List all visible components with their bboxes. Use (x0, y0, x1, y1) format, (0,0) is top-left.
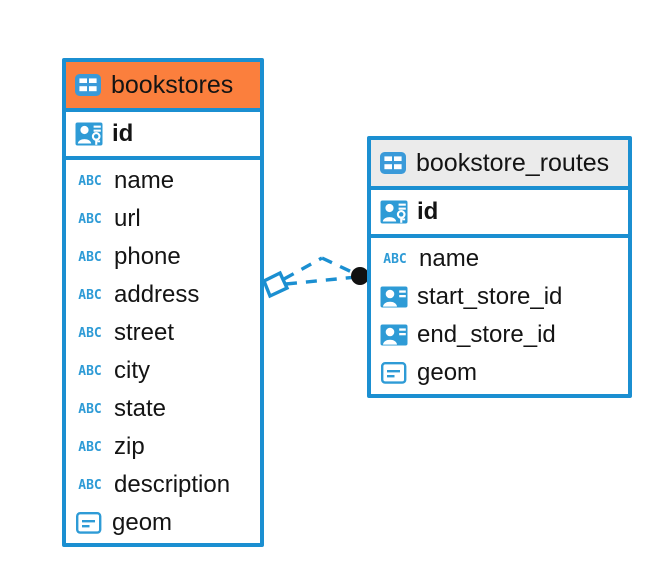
table-icon (75, 74, 101, 96)
field-name: id (417, 198, 439, 225)
abc-icon: ABC (78, 439, 102, 455)
entity-title: bookstores (111, 70, 234, 99)
field-name: street (114, 319, 175, 346)
field-name: zip (114, 433, 145, 460)
field-name: address (114, 281, 200, 308)
field-name: end_store_id (417, 321, 556, 348)
abc-icon: ABC (78, 401, 102, 417)
field-row-street[interactable]: ABC street (66, 314, 260, 352)
foreign-key-icon (380, 284, 408, 310)
abc-icon: ABC (383, 251, 407, 267)
field-row-start-store-id[interactable]: start_store_id (371, 278, 628, 316)
geometry-icon (75, 511, 103, 535)
relationship-line-upper-right (321, 256, 357, 276)
field-row-address[interactable]: ABC address (66, 276, 260, 314)
primary-key-section-bookstore-routes: id (371, 186, 628, 238)
relationship-diamond-marker (261, 270, 290, 299)
field-name: name (419, 245, 480, 272)
entity-bookstore-routes[interactable]: bookstore_routes id (367, 136, 632, 398)
field-row-url[interactable]: ABC url (66, 200, 260, 238)
entity-header-bookstore-routes[interactable]: bookstore_routes (371, 140, 628, 186)
primary-key-icon (380, 199, 408, 225)
field-name: description (114, 471, 231, 498)
abc-icon: ABC (78, 363, 102, 379)
field-name: geom (112, 509, 173, 536)
field-row-state[interactable]: ABC state (66, 390, 260, 428)
field-list-bookstore-routes: ABC name start_store_id (371, 238, 628, 395)
field-row-id[interactable]: id (371, 190, 628, 234)
abc-icon: ABC (78, 211, 102, 227)
relationship-line-middle (285, 275, 358, 286)
geometry-icon (380, 361, 408, 385)
field-row-geom[interactable]: geom (371, 354, 628, 392)
primary-key-icon (75, 121, 103, 147)
abc-icon: ABC (78, 325, 102, 341)
field-name: phone (114, 243, 181, 270)
field-name: city (114, 357, 150, 384)
field-name: start_store_id (417, 283, 563, 310)
field-name: id (112, 120, 134, 147)
field-row-city[interactable]: ABC city (66, 352, 260, 390)
field-row-id[interactable]: id (66, 112, 260, 156)
relationship-line-upper (283, 256, 323, 281)
abc-icon: ABC (78, 173, 102, 189)
field-name: state (114, 395, 167, 422)
field-name: url (114, 205, 141, 232)
field-row-name[interactable]: ABC name (371, 240, 628, 278)
field-row-zip[interactable]: ABC zip (66, 428, 260, 466)
abc-icon: ABC (78, 477, 102, 493)
field-list-bookstores: ABC name ABC url ABC phone ABC address A… (66, 160, 260, 545)
field-row-description[interactable]: ABC description (66, 466, 260, 504)
entity-header-bookstores[interactable]: bookstores (66, 62, 260, 108)
field-name: geom (417, 359, 478, 386)
field-row-name[interactable]: ABC name (66, 162, 260, 200)
entity-title: bookstore_routes (416, 148, 610, 177)
field-row-phone[interactable]: ABC phone (66, 238, 260, 276)
field-row-end-store-id[interactable]: end_store_id (371, 316, 628, 354)
primary-key-section-bookstores: id (66, 108, 260, 160)
table-icon (380, 152, 406, 174)
field-row-geom[interactable]: geom (66, 504, 260, 542)
abc-icon: ABC (78, 287, 102, 303)
entity-bookstores[interactable]: bookstores id (62, 58, 264, 547)
foreign-key-icon (380, 322, 408, 348)
field-name: name (114, 167, 175, 194)
abc-icon: ABC (78, 249, 102, 265)
